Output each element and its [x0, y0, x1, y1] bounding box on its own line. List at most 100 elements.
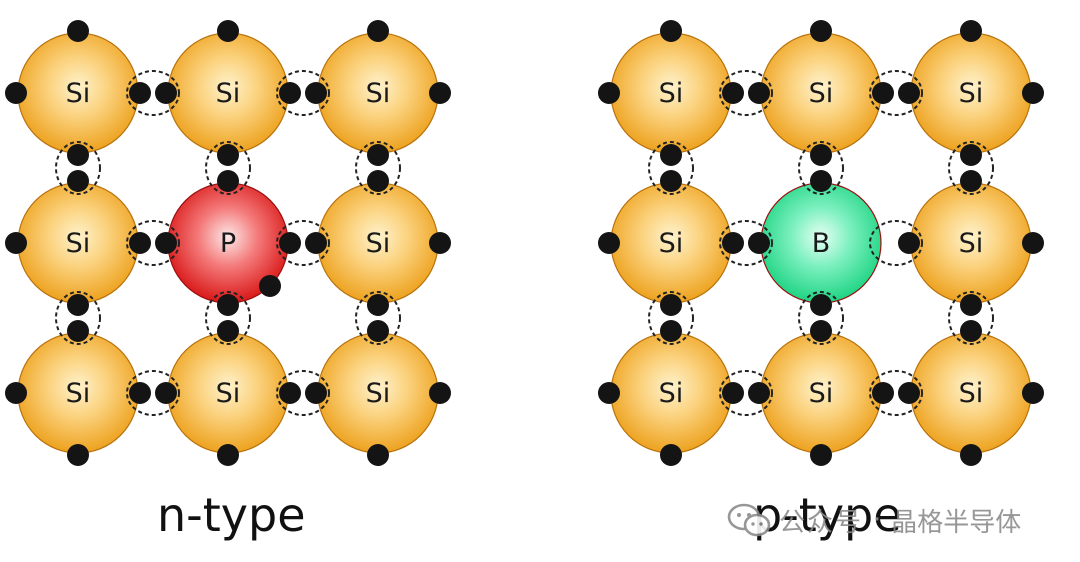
valence-electron — [1022, 82, 1044, 104]
si-atom-label: Si — [66, 378, 91, 409]
valence-electron — [129, 382, 151, 404]
covalent-bond — [276, 220, 330, 266]
covalent-bond — [869, 220, 923, 266]
valence-electron — [598, 232, 620, 254]
valence-electron — [1022, 382, 1044, 404]
valence-electron — [960, 20, 982, 42]
valence-electron — [748, 382, 770, 404]
covalent-bond — [355, 291, 401, 345]
valence-electron — [279, 82, 301, 104]
valence-electron — [305, 382, 327, 404]
valence-electron — [429, 82, 451, 104]
valence-electron — [367, 20, 389, 42]
si-atom-label: Si — [66, 228, 91, 259]
valence-electron — [429, 232, 451, 254]
covalent-bond — [55, 291, 101, 345]
valence-electron — [155, 232, 177, 254]
p-atom-label: P — [220, 228, 236, 259]
valence-electron — [722, 82, 744, 104]
si-atom-label: Si — [366, 78, 391, 109]
valence-electron — [898, 382, 920, 404]
p-type-caption: p-type — [753, 488, 902, 542]
valence-electron — [155, 382, 177, 404]
valence-electron — [217, 320, 239, 342]
covalent-bond — [948, 141, 994, 195]
valence-electron — [810, 444, 832, 466]
covalent-bond — [869, 70, 923, 116]
valence-electron — [367, 320, 389, 342]
valence-electron — [722, 232, 744, 254]
valence-electron — [217, 294, 239, 316]
covalent-bond — [798, 141, 844, 195]
si-atom-label: Si — [659, 78, 684, 109]
covalent-bond — [648, 141, 694, 195]
valence-electron — [960, 170, 982, 192]
valence-electron — [810, 20, 832, 42]
valence-electron — [279, 232, 301, 254]
valence-electron — [217, 444, 239, 466]
covalent-bond — [948, 291, 994, 345]
valence-electron — [5, 82, 27, 104]
valence-electron — [660, 320, 682, 342]
valence-electron — [660, 144, 682, 166]
n-type-electrons — [5, 20, 451, 466]
valence-electron — [217, 20, 239, 42]
valence-electron — [367, 144, 389, 166]
b-atom-label: B — [812, 228, 831, 259]
covalent-bond — [276, 70, 330, 116]
si-atom-label: Si — [659, 228, 684, 259]
valence-electron — [305, 232, 327, 254]
covalent-bond — [276, 370, 330, 416]
valence-electron — [5, 232, 27, 254]
si-atom-label: Si — [959, 78, 984, 109]
covalent-bond — [205, 291, 251, 345]
valence-electron — [898, 232, 920, 254]
valence-electron — [67, 294, 89, 316]
valence-electron — [598, 82, 620, 104]
valence-electron — [367, 294, 389, 316]
si-atom-label: Si — [659, 378, 684, 409]
valence-electron — [810, 320, 832, 342]
si-atom-label: Si — [216, 378, 241, 409]
covalent-bond — [719, 70, 773, 116]
valence-electron — [748, 82, 770, 104]
valence-electron — [810, 294, 832, 316]
si-atom-label: Si — [66, 78, 91, 109]
valence-electron — [5, 382, 27, 404]
covalent-bond — [869, 370, 923, 416]
valence-electron — [217, 170, 239, 192]
p-type-electrons — [598, 20, 1044, 466]
covalent-bond — [798, 291, 844, 345]
valence-electron — [598, 382, 620, 404]
valence-electron — [279, 382, 301, 404]
valence-electron — [660, 294, 682, 316]
valence-electron — [67, 20, 89, 42]
covalent-bond — [355, 141, 401, 195]
covalent-bond — [719, 370, 773, 416]
si-atom-label: Si — [366, 228, 391, 259]
watermark-account: 晶格半导体 — [891, 507, 1022, 538]
valence-electron — [67, 170, 89, 192]
valence-electron — [217, 144, 239, 166]
valence-electron — [810, 170, 832, 192]
p-type-bonds — [648, 70, 994, 416]
valence-electron — [429, 382, 451, 404]
valence-electron — [872, 382, 894, 404]
n-type-caption: n-type — [157, 488, 306, 542]
valence-electron — [660, 20, 682, 42]
si-atom-label: Si — [809, 78, 834, 109]
n-type-bonds — [55, 70, 401, 416]
valence-electron — [810, 144, 832, 166]
covalent-bond — [126, 220, 180, 266]
valence-electron — [960, 294, 982, 316]
si-atom-label: Si — [959, 378, 984, 409]
covalent-bond — [648, 291, 694, 345]
covalent-bond — [719, 220, 773, 266]
si-atom-label: Si — [216, 78, 241, 109]
valence-electron — [155, 82, 177, 104]
